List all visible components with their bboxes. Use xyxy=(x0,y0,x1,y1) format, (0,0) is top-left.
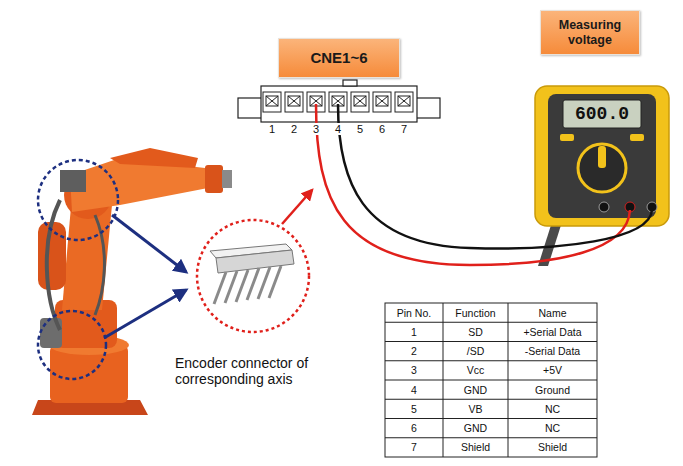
table-cell: Shield xyxy=(461,441,490,453)
pin-contact xyxy=(354,96,366,106)
table-cell: SD xyxy=(468,326,483,338)
table-cell: GND xyxy=(464,422,487,434)
table-rule xyxy=(385,399,597,400)
meter-button xyxy=(630,134,644,141)
table-cell: 3 xyxy=(411,364,417,376)
meter-body xyxy=(535,86,669,226)
pin-cell xyxy=(263,92,281,112)
pin-contact xyxy=(376,96,388,106)
pin-cross xyxy=(266,96,278,106)
robot-motor xyxy=(60,170,86,192)
pin-number: 1 xyxy=(267,123,277,136)
table-header: Function xyxy=(455,307,495,319)
red-test-lead xyxy=(316,104,630,265)
plug-pin xyxy=(236,270,248,302)
pin-number: 5 xyxy=(355,123,365,136)
table-rule xyxy=(385,341,597,342)
meter-dial-pointer xyxy=(598,146,606,168)
table-cell: 4 xyxy=(411,384,417,396)
black-test-lead xyxy=(338,104,652,248)
connector-latch xyxy=(343,80,357,86)
pin-number: 6 xyxy=(377,123,387,136)
meter-dial xyxy=(578,144,626,192)
pin-contact xyxy=(398,96,410,106)
table-header: Name xyxy=(538,307,566,319)
pin-cell xyxy=(285,92,303,112)
table-cell: Vcc xyxy=(467,364,485,376)
table-rule xyxy=(385,418,597,419)
pin-cross xyxy=(376,96,388,106)
pointer-arrow xyxy=(104,290,186,338)
measure-title-box: Measuring voltage xyxy=(540,10,640,55)
pin-cross xyxy=(398,96,410,106)
table-cell: NC xyxy=(545,422,560,434)
pin-number: 7 xyxy=(399,123,409,136)
pin-cell xyxy=(351,92,369,112)
pin-cell xyxy=(373,92,391,112)
highlight-circle xyxy=(38,160,118,240)
meter-button xyxy=(560,134,574,141)
pin-contact xyxy=(266,96,278,106)
table-rule xyxy=(385,322,597,323)
robot-counterweight xyxy=(38,222,66,290)
plug-pin xyxy=(214,272,226,304)
table-cell: 2 xyxy=(411,345,417,357)
table-cell: +Serial Data xyxy=(523,326,581,338)
table-rule xyxy=(385,437,597,438)
meter-face xyxy=(548,94,656,218)
table-cell: GND xyxy=(464,384,487,396)
table-rule xyxy=(385,360,597,361)
table-cell: VB xyxy=(468,403,482,415)
table-cell: 7 xyxy=(411,441,417,453)
meter-lcd xyxy=(563,100,641,128)
table-header: Pin No. xyxy=(397,307,431,319)
pin-contact xyxy=(288,96,300,106)
connector-title-box: CNE1~6 xyxy=(278,38,400,78)
robot-arm-housing xyxy=(110,148,198,168)
box-title: CNE1~6 xyxy=(310,49,367,66)
table-cell: -Serial Data xyxy=(525,345,580,357)
plug-pin xyxy=(225,271,237,303)
table-cell: 5 xyxy=(411,403,417,415)
robot-wrist xyxy=(205,165,223,193)
connector-plug-illustration xyxy=(210,244,294,304)
robot-flange xyxy=(222,170,232,188)
meter-terminal xyxy=(599,202,609,212)
pin-number: 3 xyxy=(311,123,321,136)
plug-pin xyxy=(247,268,259,300)
table-cell: 1 xyxy=(411,326,417,338)
plug-pin xyxy=(269,266,281,298)
pin-number: 2 xyxy=(289,123,299,136)
display-reading: 600.0 xyxy=(575,104,629,125)
pin-table-grid xyxy=(385,303,597,457)
robot-cable xyxy=(47,200,60,330)
robot-cable xyxy=(95,215,104,315)
pointer-arrow xyxy=(112,215,186,272)
zoom-circle xyxy=(197,220,309,332)
table-rule xyxy=(385,380,597,381)
highlight-circle xyxy=(38,311,106,379)
pin-cell xyxy=(395,92,413,112)
plug-pin xyxy=(258,267,270,299)
table-cell: Shield xyxy=(538,441,567,453)
plug-body xyxy=(216,250,294,273)
table-cell: /SD xyxy=(467,345,485,357)
pointer-arrow xyxy=(282,190,312,224)
table-cell: 6 xyxy=(411,422,417,434)
pin-cross xyxy=(288,96,300,106)
callout-text: Encoder connector of corresponding axis xyxy=(175,355,345,387)
table-cell: NC xyxy=(545,403,560,415)
pin-number: 4 xyxy=(333,123,343,136)
table-cell: +5V xyxy=(543,364,562,376)
table-cell: Ground xyxy=(535,384,570,396)
pin-cross xyxy=(354,96,366,106)
box-title: Measuring voltage xyxy=(549,18,631,47)
table-border xyxy=(385,303,597,457)
